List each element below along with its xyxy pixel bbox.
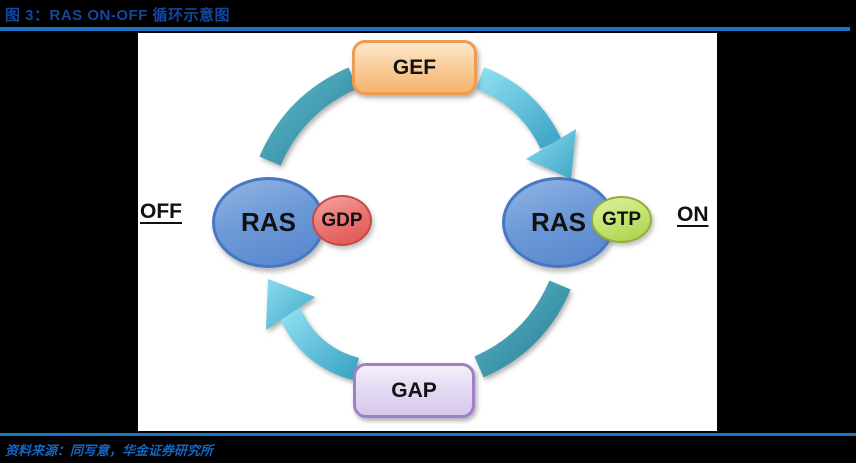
node-gef: GEF — [352, 40, 477, 95]
top-divider-line — [0, 27, 850, 31]
node-ras-gdp: RAS — [212, 177, 325, 268]
figure-source: 资料来源：同写意，华金证券研究所 — [5, 443, 214, 458]
state-label-off: OFF — [140, 200, 182, 223]
cycle-arrows-canvas — [259, 67, 576, 381]
ras-on-label: RAS — [531, 207, 586, 237]
gap-label: GAP — [391, 378, 437, 402]
arc-rasoff-to-gef — [259, 67, 358, 166]
gtp-label: GTP — [601, 208, 642, 230]
arrow-gef-to-rason-shaft — [475, 67, 562, 150]
ras-off-label: RAS — [241, 207, 296, 237]
arc-rason-to-gap — [474, 280, 571, 378]
state-label-on: ON — [677, 203, 709, 226]
figure-title: 图 3：RAS ON-OFF 循环示意图 — [5, 7, 231, 24]
node-gdp: GDP — [312, 195, 372, 246]
arrow-gap-to-rasoff-shaft — [279, 307, 360, 381]
gef-label: GEF — [392, 55, 437, 79]
arrow-gef-to-rason-head — [526, 129, 576, 179]
arrow-gap-to-rasoff-head — [266, 279, 315, 330]
gdp-label: GDP — [321, 209, 363, 231]
node-gtp: GTP — [591, 196, 652, 243]
diagram-panel: GEF GAP RAS GDP RAS GTP OFF ON — [138, 33, 717, 431]
node-gap: GAP — [353, 363, 475, 418]
bottom-divider-line — [0, 433, 856, 436]
